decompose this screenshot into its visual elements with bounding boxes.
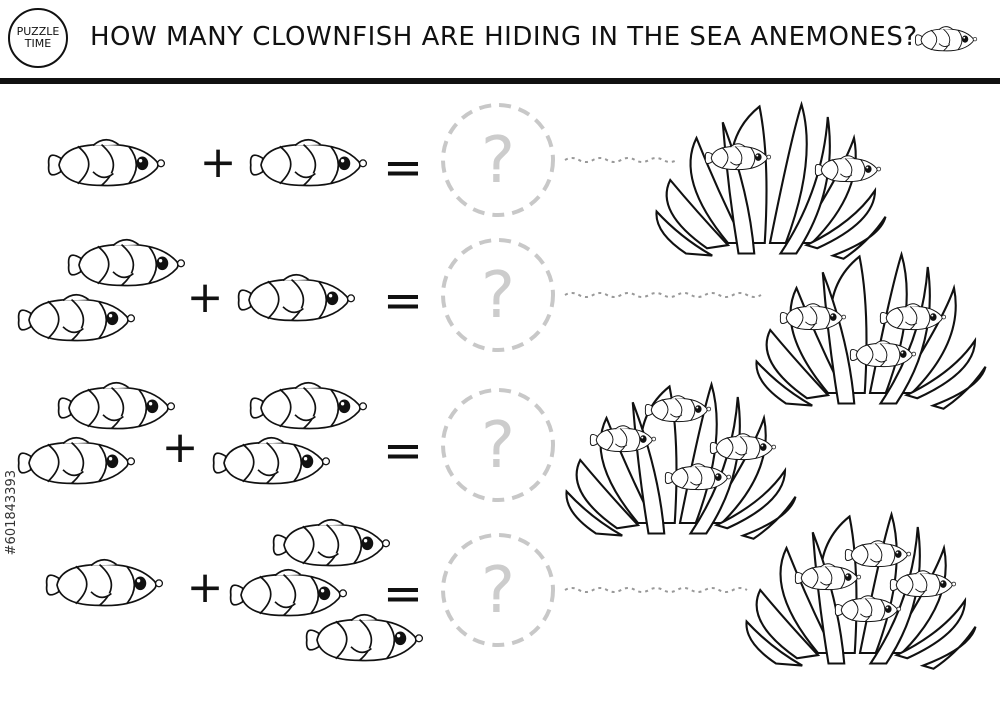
page-title: HOW MANY CLOWNFISH ARE HIDING IN THE SEA…	[90, 22, 918, 52]
row-4-question-mark: ?	[481, 554, 515, 628]
row-4-right-fish-2	[229, 568, 348, 617]
stock-watermark: #601843393	[4, 470, 19, 556]
row-2-connector	[564, 292, 762, 298]
header-divider	[0, 78, 1000, 84]
row-1-left-fish-1	[47, 138, 166, 187]
row-3-answer-circle	[441, 388, 555, 502]
row-2-left-fish-1	[67, 238, 186, 287]
row-3-question-mark: ?	[481, 409, 515, 483]
row-3-equals-sign: =	[383, 423, 423, 479]
row-3-left-fish-1	[57, 381, 176, 430]
row-4-equals-sign: =	[383, 566, 423, 622]
row-2-plus-sign: +	[187, 272, 224, 323]
logo-line-2: TIME	[24, 37, 52, 50]
row-2-anemone	[755, 253, 987, 410]
row-1-answer-circle	[441, 103, 555, 217]
row-3-left-fish-2	[17, 436, 136, 485]
logo-line-1: PUZZLE	[16, 25, 60, 38]
puzzle-time-logo: PUZZLE TIME	[8, 8, 68, 68]
row-2-answer-circle	[441, 238, 555, 352]
row-3-right-fish-2	[212, 436, 331, 485]
row-2-right-fish-1	[237, 273, 356, 322]
row-1-question-mark: ?	[481, 124, 515, 198]
row-1-right-fish-1	[249, 138, 368, 187]
row-1-connector	[564, 157, 678, 163]
row-4-answer-circle	[441, 533, 555, 647]
row-2-left-fish-2	[17, 293, 136, 342]
row-3-right-fish-1	[249, 381, 368, 430]
row-1-equals-sign: =	[383, 140, 423, 196]
row-4-plus-sign: +	[187, 562, 224, 613]
row-2-question-mark: ?	[481, 259, 515, 333]
row-4-right-fish-1	[272, 518, 391, 567]
row-2-equals-sign: =	[383, 273, 423, 329]
row-1-plus-sign: +	[200, 137, 237, 188]
row-4-left-fish-1	[45, 558, 164, 607]
header-fish-icon	[915, 26, 978, 52]
row-4-connector	[564, 587, 748, 593]
row-3-plus-sign: +	[162, 422, 199, 473]
